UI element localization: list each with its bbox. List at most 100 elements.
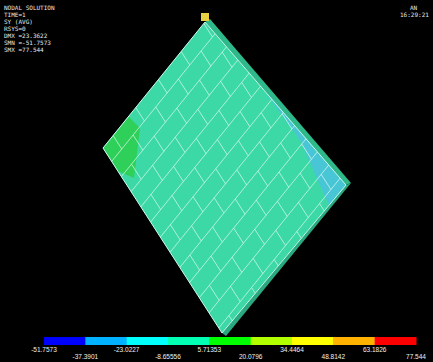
color-band [333,337,375,345]
plot-info: RSYS=0 [4,25,26,32]
mesh-line [308,28,318,43]
mesh-line [339,234,349,249]
mesh-line [130,193,140,208]
mesh-line [156,107,166,122]
plot-info: AN [410,4,417,11]
mesh-line [261,113,271,128]
mesh-line [253,258,263,273]
mesh-line [178,79,188,94]
mesh-line [237,170,247,185]
mesh-line [344,146,354,161]
mesh-line [89,0,265,162]
plot-info: SMX =77.544 [4,46,44,53]
mesh-line [232,257,242,272]
mesh-line [222,52,232,67]
plot-info: 16:29:21 [400,11,429,18]
mesh-line [196,111,372,329]
mesh-line [246,0,256,10]
mesh-line [367,118,377,133]
mesh-line [289,0,299,12]
mesh-line [238,141,248,156]
mesh-line [128,5,304,223]
mesh-line [298,202,308,217]
mesh-line [153,165,163,180]
mesh-line [276,230,286,245]
mesh-line [148,253,158,268]
scale-value: 5.71353 [198,346,222,353]
mesh-line [240,112,250,127]
mesh-line [200,80,210,95]
mesh-line [341,205,351,220]
mesh-line [268,0,278,11]
mesh-line [264,54,274,69]
mesh-line [219,110,229,125]
mesh-line [324,116,334,131]
scale-value: -51.7573 [31,346,57,353]
mesh-line [131,164,141,179]
mesh-line [209,285,219,300]
mesh-line [177,80,353,298]
mesh-line [110,163,120,178]
color-bar [44,337,417,345]
mesh-line [318,233,328,248]
mesh-line [211,256,221,271]
mesh-line [279,172,289,187]
mesh-line [224,23,234,38]
mesh-line [328,58,338,73]
mesh-line [260,142,270,157]
mesh-line [302,144,312,159]
plot-info: DMX =23.3622 [4,32,47,39]
mesh-line [221,81,231,96]
scale-value: -8.65556 [155,353,181,360]
mesh-line [384,178,394,193]
mesh-line [149,224,159,239]
mesh-line [345,117,355,132]
plot-info: TIME=1 [4,11,26,18]
mesh-line [198,109,208,124]
model-outline [103,22,346,333]
mesh-line [204,0,214,8]
mesh-line [193,197,203,212]
mesh-line [294,290,304,305]
mesh-line [91,133,101,148]
mesh-line [190,255,200,270]
mesh-line [227,345,237,360]
mesh-line [287,26,297,41]
mesh-line [89,162,99,177]
mesh-line [323,145,333,160]
scale-value: 77.544 [406,353,426,360]
mesh-line [307,57,317,72]
mesh-line [138,20,314,238]
mesh-line [154,136,164,151]
plot-info: SY (AVG) [4,18,33,25]
mesh-line [255,229,265,244]
mesh-line [187,313,197,328]
scale-value: -23.0227 [114,346,140,353]
mesh-line [182,21,192,36]
model-face [103,22,346,333]
mesh-line [195,168,205,183]
color-band [209,337,251,345]
mesh-line [266,25,276,40]
scale-value: 48.8142 [322,353,346,360]
mesh-line [271,318,281,333]
mesh-line [234,228,244,243]
mesh-lines [80,0,412,362]
color-band [375,337,417,345]
mesh-line [242,82,252,97]
mesh-line [273,289,283,304]
mesh-line [109,0,285,192]
mesh-line [295,261,305,276]
mesh-line [114,105,124,120]
mesh-line [230,286,240,301]
load-marker [201,13,209,21]
mesh-line [133,135,143,150]
mesh-line [258,171,268,186]
mesh-line [226,156,402,362]
mesh-line [321,174,331,189]
scale-value: -37.3901 [72,353,98,360]
mesh-line [365,147,375,162]
mesh-line [157,50,333,268]
mesh-line [284,85,294,100]
